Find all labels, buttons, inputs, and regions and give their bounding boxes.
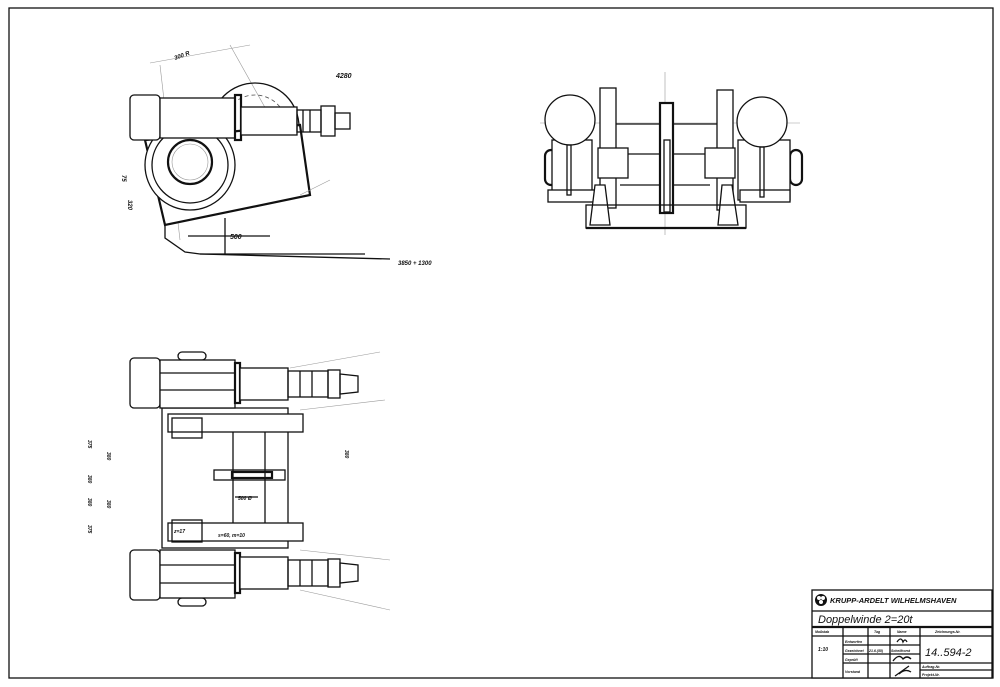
company-name: KRUPP-ARDELT WILHELMSHAVEN bbox=[830, 596, 957, 605]
drawing-number: 14..594-2 bbox=[925, 647, 971, 659]
scale-value: 1:10 bbox=[818, 647, 828, 653]
motor-bottom bbox=[129, 549, 359, 607]
dim-left-4: 375 bbox=[86, 525, 92, 534]
plan-view: 375 380 380 375 380 380 380 500 Ø s=60, … bbox=[86, 351, 391, 611]
dim-inner-2: 380 bbox=[105, 500, 111, 509]
dim-left-2: 380 bbox=[86, 475, 92, 484]
dim-height: 4280 bbox=[335, 73, 352, 80]
signature-board bbox=[894, 665, 912, 677]
order-no-label: Auftrag-Nr. bbox=[921, 665, 940, 669]
drawn-name: Schellhorst bbox=[891, 649, 911, 653]
title-block: KRUPP-ARDELT WILHELMSHAVEN Doppelwinde 2… bbox=[811, 589, 993, 679]
drawn-date: 21.6.(55) bbox=[868, 649, 884, 653]
col-day: Tag bbox=[874, 630, 881, 634]
col-drawing-no: Zeichnungs-Nr. bbox=[934, 630, 961, 634]
company-logo-icon bbox=[815, 594, 827, 606]
motor-top bbox=[129, 351, 359, 409]
row-drawn: Gezeichnet bbox=[845, 649, 865, 653]
signature-checked bbox=[892, 655, 912, 662]
dim-drum: 500 Ø bbox=[238, 496, 253, 502]
drawing-title: Doppelwinde 2=20t bbox=[818, 614, 913, 626]
dim-left-1: 375 bbox=[86, 440, 92, 449]
sheet-border bbox=[8, 7, 994, 679]
col-name: Name bbox=[897, 630, 907, 634]
gear-label: s=60, m=10 bbox=[218, 533, 245, 539]
signature-designed bbox=[896, 638, 908, 644]
dim-left-b: 320 bbox=[126, 200, 132, 211]
dim-left-a: 75 bbox=[120, 175, 126, 182]
dim-inner-1: 380 bbox=[105, 452, 111, 461]
pinion-label: z=17 bbox=[173, 529, 185, 535]
dim-right: 380 bbox=[343, 450, 349, 459]
dim-angle: 300 R bbox=[174, 51, 192, 62]
front-view bbox=[540, 72, 804, 235]
dim-width: 500 bbox=[230, 234, 242, 241]
dim-bottom: 3850 + 1300 bbox=[398, 261, 432, 267]
project-no-label: Projekt-Nr. bbox=[922, 673, 940, 677]
dim-left-3: 380 bbox=[86, 498, 92, 507]
row-board: Vorstand bbox=[845, 670, 861, 674]
row-designed: Entworfen bbox=[845, 640, 862, 644]
scale-label: Maßstab bbox=[815, 630, 830, 634]
side-view: 4280 300 R 500 3850 + 1300 75 320 bbox=[120, 44, 432, 267]
row-checked: Geprüft bbox=[845, 658, 858, 662]
